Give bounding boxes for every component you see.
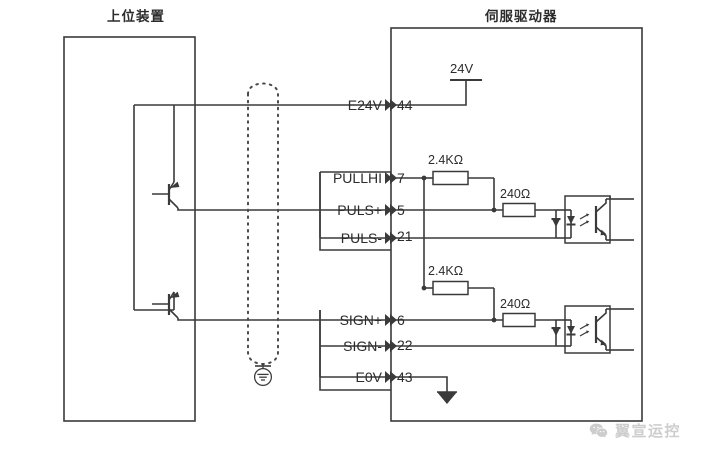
resistor-pulse-series-body <box>502 202 536 218</box>
upper-transistor-emitter-slant <box>168 198 179 209</box>
shield-earth-ground-icon <box>253 364 273 387</box>
lower-transistor-arrowhead <box>170 291 180 298</box>
wechat-icon <box>589 423 608 438</box>
host-device-box <box>63 36 196 422</box>
servo-driver-box <box>390 27 643 422</box>
pin-number-21: 21 <box>397 228 413 244</box>
resistor-label-sign-pullup: 2.4KΩ <box>428 264 464 278</box>
sign-plus-junction-dot <box>491 317 497 323</box>
pin-number-22: 22 <box>397 337 413 353</box>
cable-shield-right <box>247 82 279 353</box>
pin-number-44: 44 <box>397 97 413 113</box>
cable-shield-join-right <box>262 351 279 365</box>
upper-transistor-collector-slant <box>168 181 175 191</box>
pulse-plus-junction-dot <box>491 207 497 213</box>
pin-number-5: 5 <box>397 202 405 218</box>
power-supply-label: 24V <box>450 61 474 76</box>
sign-optocoupler <box>556 305 622 354</box>
upper-transistor-arrowhead <box>170 181 180 188</box>
signal-label-e0v: E0V <box>355 369 382 385</box>
resistor-pulse-pullup-body <box>432 170 469 186</box>
signal-label-e24v: E24V <box>347 97 382 113</box>
signal-label-puls-minus: PULS- <box>340 230 382 246</box>
pulse-optocoupler <box>556 195 622 244</box>
resistor-sign-pullup-body <box>432 280 469 296</box>
resistor-sign-series-body <box>502 312 536 328</box>
signal-label-pullhi: PULLHI <box>332 170 382 186</box>
pin-number-7: 7 <box>397 170 405 186</box>
sign-protection-diode <box>551 320 561 346</box>
resistor-label-pulse-series: 240Ω <box>500 187 531 201</box>
signal-label-sign-minus: SIGN- <box>343 338 382 354</box>
watermark-text: 翼宣运控 <box>615 423 682 440</box>
signal-label-puls-plus: PULS+ <box>337 202 382 218</box>
signal-ground-icon <box>437 391 457 404</box>
24v-supply-wire <box>391 80 467 106</box>
watermark: 翼宣运控 <box>588 420 681 441</box>
cable-shield-join-left <box>247 351 264 365</box>
lower-transistor-emitter-slant <box>168 308 179 319</box>
resistor-label-sign-series: 240Ω <box>500 297 531 311</box>
pin-number-6: 6 <box>397 312 405 328</box>
pulse-protection-diode <box>551 210 561 238</box>
servo-driver-title: 伺服驱动器 <box>485 9 558 24</box>
signal-label-sign-plus: SIGN+ <box>339 312 382 328</box>
sign-junction-dot <box>421 285 427 291</box>
pin-number-43: 43 <box>397 369 413 385</box>
host-device-title: 上位装置 <box>107 9 165 24</box>
e0v-ground-wire <box>391 376 448 392</box>
resistor-label-pulse-pullup: 2.4KΩ <box>428 153 464 167</box>
lower-transistor-collector-slant <box>168 291 175 301</box>
